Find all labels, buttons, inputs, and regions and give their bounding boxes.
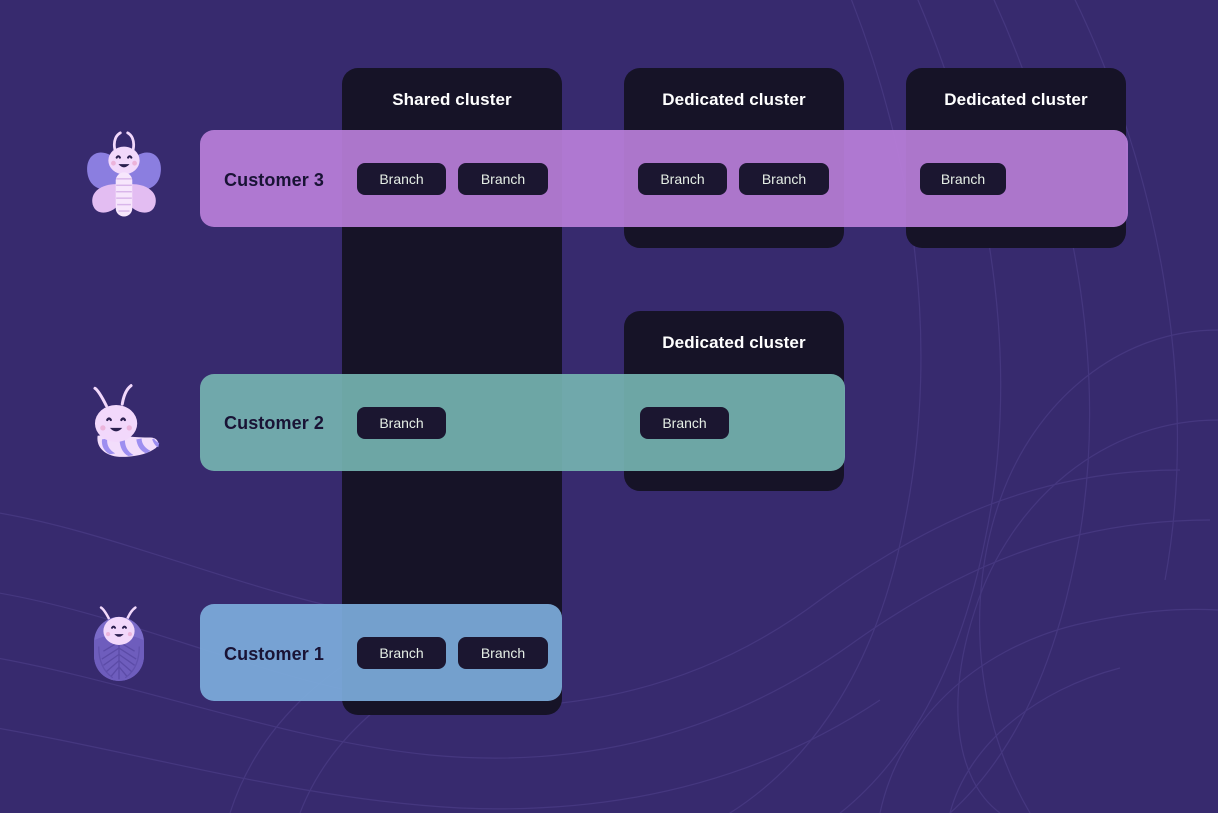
branch-pill[interactable]: Branch <box>640 407 729 439</box>
butterfly-icon <box>78 131 170 228</box>
customer-label: Customer 3 <box>224 170 325 190</box>
branch-pill[interactable]: Branch <box>357 407 446 439</box>
cluster-title: Dedicated cluster <box>662 90 806 109</box>
customer-label: Customer 1 <box>224 644 325 664</box>
branch-pill[interactable]: Branch <box>638 163 727 195</box>
branch-pill[interactable]: Branch <box>357 163 446 195</box>
branch-pill[interactable]: Branch <box>357 637 446 669</box>
branch-pill[interactable]: Branch <box>458 637 548 669</box>
cluster-title: Dedicated cluster <box>662 333 806 352</box>
cluster-title: Dedicated cluster <box>944 90 1088 109</box>
cluster-title: Shared cluster <box>392 90 512 109</box>
caterpillar-icon <box>80 383 168 476</box>
customer-label: Customer 2 <box>224 413 325 433</box>
branch-pill[interactable]: Branch <box>739 163 829 195</box>
chrysalis-icon <box>80 606 158 689</box>
branch-pill[interactable]: Branch <box>458 163 548 195</box>
branch-pill[interactable]: Branch <box>920 163 1006 195</box>
